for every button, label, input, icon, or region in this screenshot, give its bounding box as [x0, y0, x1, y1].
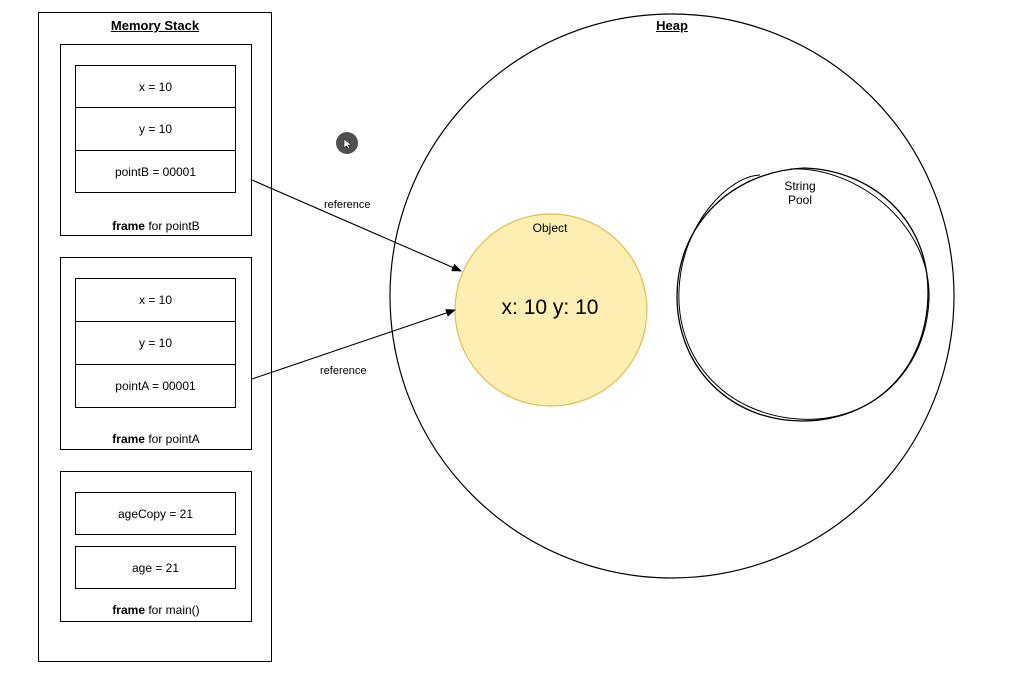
reference-label-top: reference [324, 199, 371, 211]
reference-label-bottom: reference [320, 365, 367, 377]
frame-pointB-cell-pointB: pointB = 00001 [75, 150, 236, 193]
frame-pointA-label: frame for pointA [112, 432, 200, 446]
string-pool-label: String Pool [760, 179, 840, 207]
frame-main-cell-age: age = 21 [75, 546, 236, 589]
frame-pointB-label: frame for pointB [112, 219, 200, 233]
frame-pointA-cell-y: y = 10 [75, 321, 236, 365]
frame-main-label: frame for main() [112, 603, 200, 617]
heap-title: Heap [656, 18, 688, 33]
frame-pointA-cell-x: x = 10 [75, 278, 236, 322]
string-pool-circle [676, 167, 930, 422]
object-label: Object [532, 221, 568, 235]
object-value: x: 10 y: 10 [501, 296, 599, 319]
frame-pointB-cell-y: y = 10 [75, 107, 236, 151]
string-pool-label-line1: String [784, 179, 816, 193]
memory-stack-title: Memory Stack [110, 18, 200, 33]
string-pool-label-line2: Pool [787, 193, 813, 207]
reference-arrow-pointB [251, 179, 462, 272]
reference-arrow-pointA [251, 309, 456, 380]
cursor-arrow-icon [343, 138, 353, 150]
memory-stack [38, 12, 272, 662]
frame-main-cell-ageCopy: ageCopy = 21 [75, 492, 236, 535]
frame-pointA-cell-pointA: pointA = 00001 [75, 364, 236, 408]
heap-circle [389, 13, 955, 579]
